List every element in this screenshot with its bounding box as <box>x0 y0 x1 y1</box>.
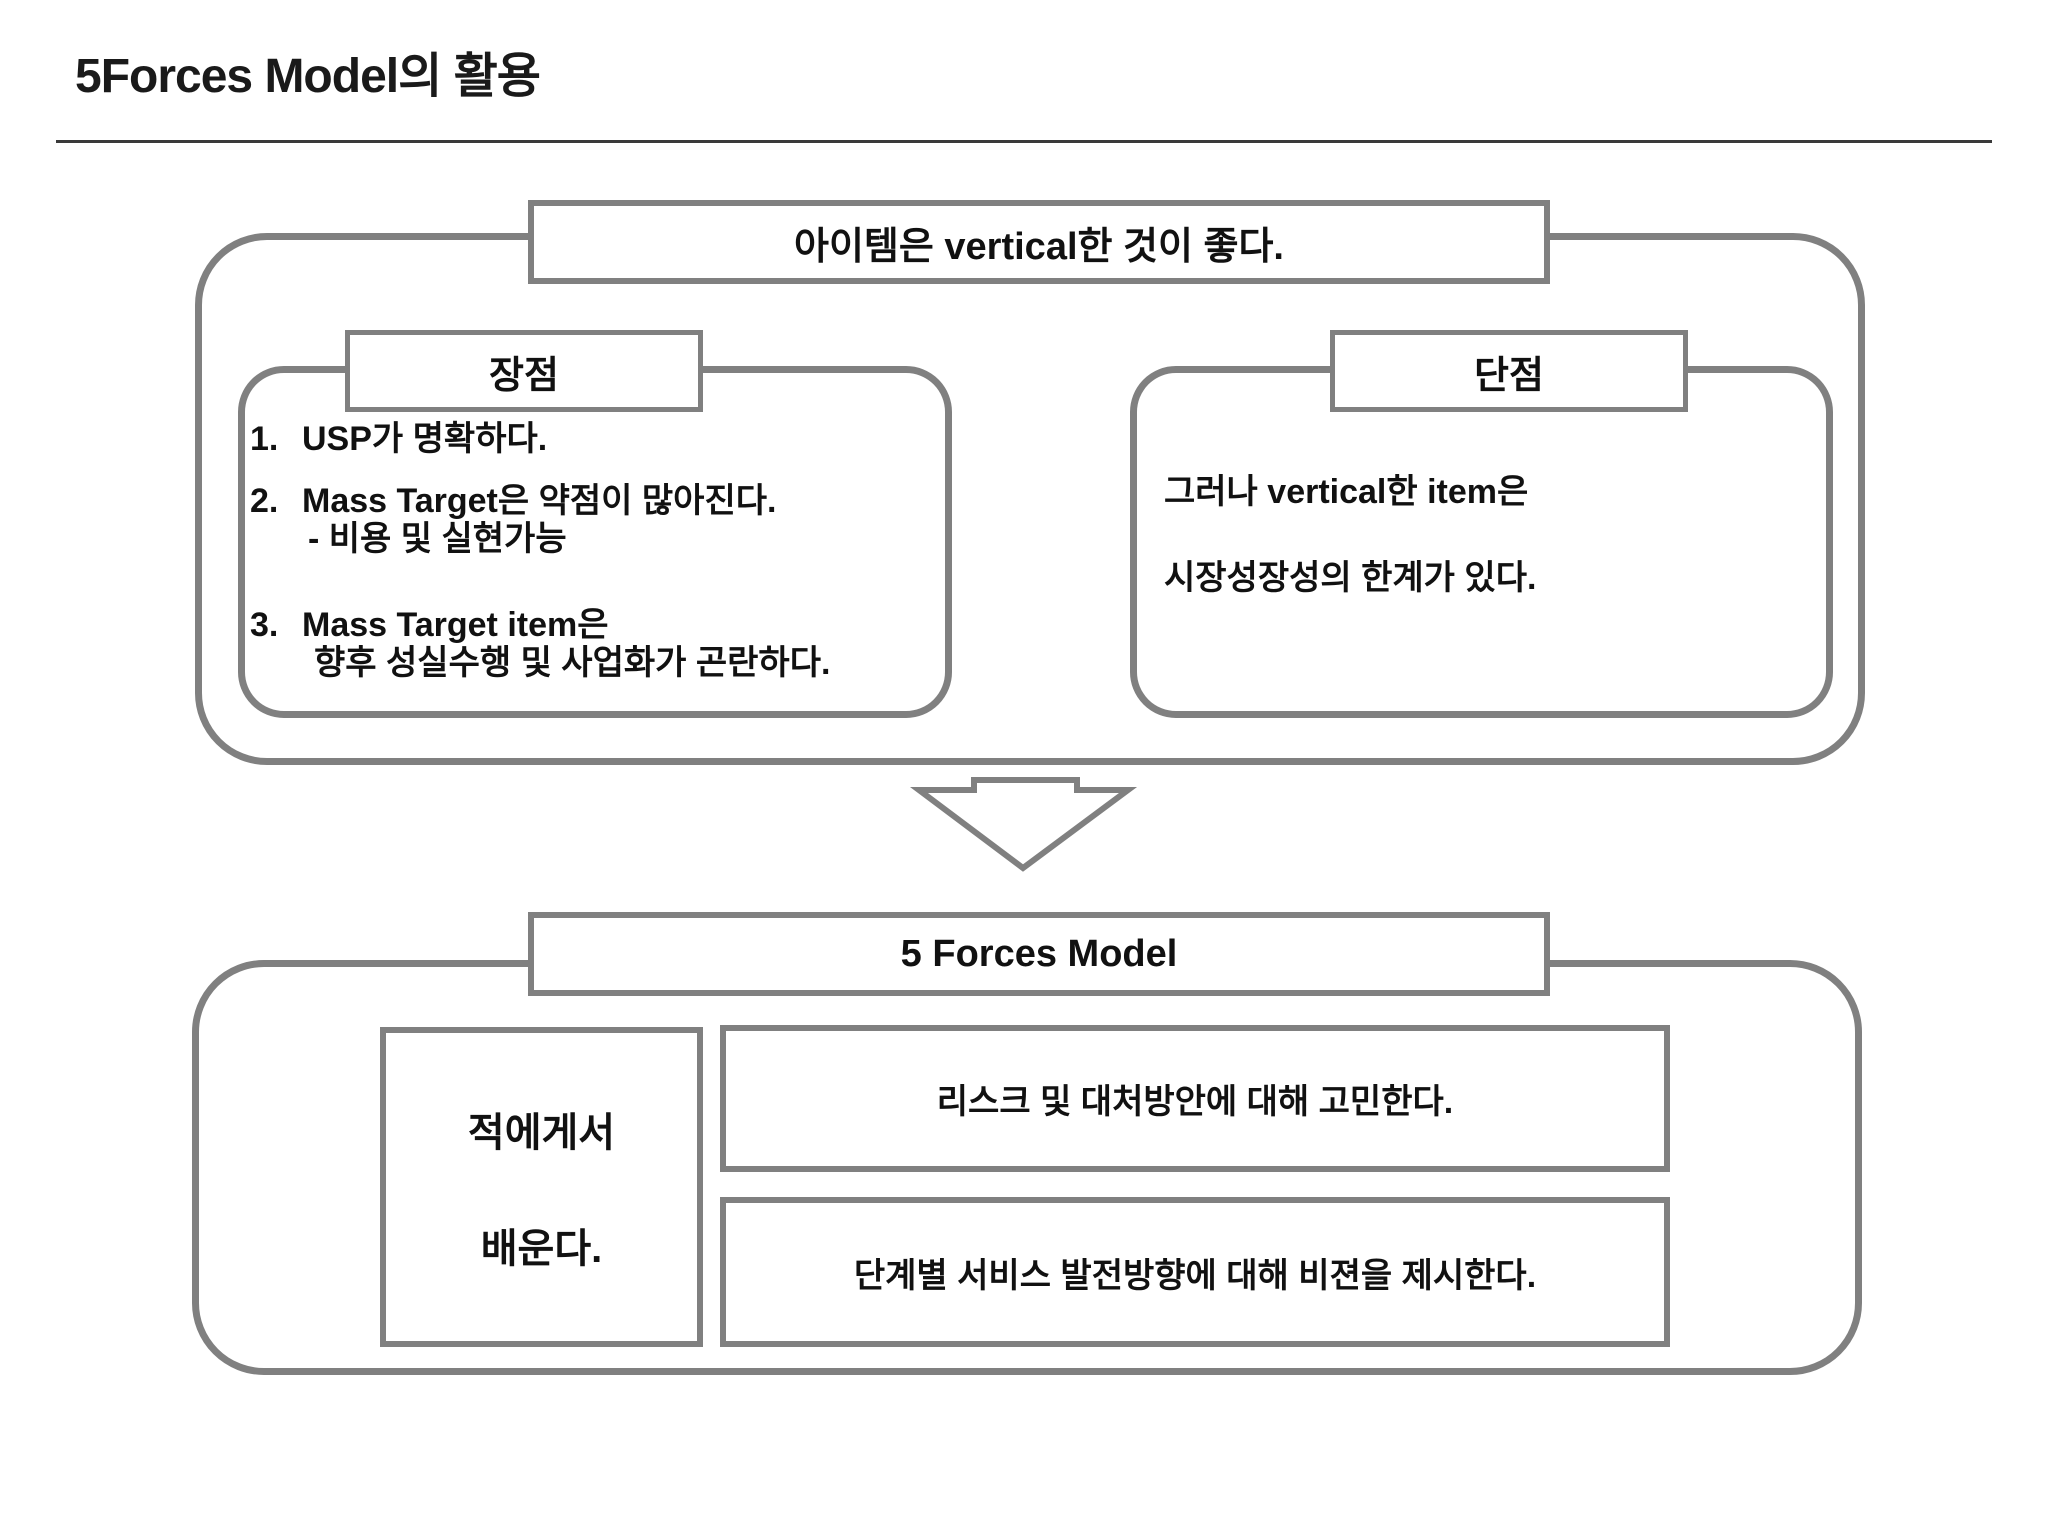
cons-text-line: 시장성장성의 한계가 있다. <box>1164 559 1537 597</box>
pros-list: 1. USP가 명확하다. 2. Mass Target은 약점이 많아진다. … <box>250 420 940 682</box>
pros-header-label: 장점 <box>489 354 559 397</box>
pros-box <box>238 366 952 718</box>
list-item: 1. USP가 명확하다. <box>250 420 940 458</box>
risk-statement-text: 리스크 및 대처방안에 대해 고민한다. <box>936 1083 1454 1121</box>
cons-header-box: 단점 <box>1330 330 1688 412</box>
learn-box-line: 배운다. <box>480 1227 603 1271</box>
vision-statement-box: 단계별 서비스 발전방향에 대해 비젼을 제시한다. <box>720 1197 1670 1347</box>
title-divider <box>56 140 1992 143</box>
list-item-subtext: - 비용 및 실현가능 <box>308 520 567 558</box>
down-arrow-icon <box>910 772 1138 874</box>
list-item-text: Mass Target item은 <box>302 606 609 644</box>
bottom-group-title: 5 Forces Model <box>900 932 1178 975</box>
risk-statement-box: 리스크 및 대처방안에 대해 고민한다. <box>720 1025 1670 1172</box>
cons-header-label: 단점 <box>1474 354 1544 397</box>
top-group-title: 아이템은 vertical한 것이 좋다. <box>794 225 1284 268</box>
list-item-text: USP가 명확하다. <box>302 420 548 458</box>
list-item: 3. Mass Target item은 향후 성실수행 및 사업화가 곤란하다… <box>250 606 940 682</box>
top-group-title-box: 아이템은 vertical한 것이 좋다. <box>528 200 1550 284</box>
list-item-subtext: 향후 성실수행 및 사업화가 곤란하다. <box>314 644 831 682</box>
cons-text-line: 그러나 vertical한 item은 <box>1164 473 1529 511</box>
bottom-group-title-box: 5 Forces Model <box>528 912 1550 996</box>
pros-header-box: 장점 <box>345 330 703 412</box>
list-item-number: 3. <box>250 606 279 644</box>
list-item: 2. Mass Target은 약점이 많아진다. - 비용 및 실현가능 <box>250 482 940 558</box>
cons-box <box>1130 366 1833 718</box>
learn-from-enemy-box: 적에게서 배운다. <box>380 1027 703 1347</box>
vision-statement-text: 단계별 서비스 발전방향에 대해 비젼을 제시한다. <box>853 1256 1537 1295</box>
list-item-number: 1. <box>250 420 279 458</box>
list-item-text: Mass Target은 약점이 많아진다. <box>302 482 777 520</box>
page-title: 5Forces Model의 활용 <box>75 50 541 103</box>
cons-text: 그러나 vertical한 item은 시장성장성의 한계가 있다. <box>1164 472 1804 598</box>
list-item-number: 2. <box>250 482 279 520</box>
learn-box-line: 적에게서 <box>467 1111 616 1155</box>
